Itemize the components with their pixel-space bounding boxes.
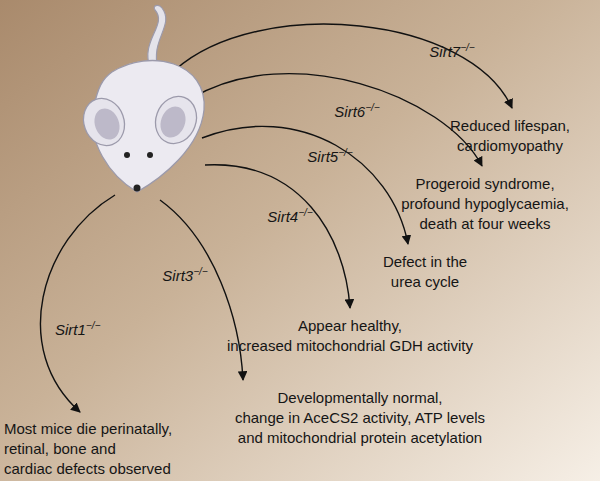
- text-line: cardiac defects observed: [4, 459, 172, 479]
- label-holder: Sirt7−/−: [429, 38, 474, 62]
- label-holder: Progeroid syndrome, profound hypoglycaem…: [401, 174, 569, 234]
- mouse: [77, 5, 204, 192]
- text-line: profound hypoglycaemia,: [401, 194, 569, 214]
- text-line: retinal, bone and: [4, 439, 172, 459]
- arrow: [175, 24, 512, 108]
- label-holder: Defect in the urea cycle: [383, 252, 467, 292]
- genotype-label: Sirt1−/−: [55, 316, 100, 340]
- label-holder: Sirt3−/−: [162, 262, 207, 286]
- genotype-superscript: −/−: [460, 42, 474, 53]
- gene-name: Sirt1: [55, 321, 86, 338]
- mouse-eye: [147, 152, 153, 158]
- mouse-ear: [149, 91, 203, 150]
- gene-name: Sirt6: [334, 103, 365, 120]
- phenotype-text: Reduced lifespan, cardiomyopathy: [450, 116, 570, 156]
- arrow: [192, 74, 482, 166]
- phenotype-text: Progeroid syndrome, profound hypoglycaem…: [401, 174, 569, 234]
- text-line: change in AceCS2 activity, ATP levels: [235, 408, 485, 428]
- gene-name: Sirt4: [267, 208, 298, 225]
- mouse-ear-inner: [156, 103, 189, 141]
- arrow: [202, 126, 408, 244]
- mouse-ear: [77, 93, 131, 152]
- label-holder: Sirt1−/−: [55, 316, 100, 340]
- label-holder: Sirt6−/−: [334, 98, 379, 122]
- text-line: Appear healthy,: [227, 316, 473, 336]
- genotype-superscript: −/−: [86, 320, 100, 331]
- mouse-eye: [124, 152, 130, 158]
- genotype-superscript: −/−: [193, 266, 207, 277]
- gene-name: Sirt7: [429, 43, 460, 60]
- mouse-ear-inner: [90, 105, 123, 143]
- label-holder: Appear healthy, increased mitochondrial …: [227, 316, 473, 356]
- genotype-label: Sirt4−/−: [267, 203, 312, 227]
- text-line: increased mitochondrial GDH activity: [227, 336, 473, 356]
- phenotype-text: Appear healthy, increased mitochondrial …: [227, 316, 473, 356]
- genotype-label: Sirt6−/−: [334, 98, 379, 122]
- text-line: Progeroid syndrome,: [401, 174, 569, 194]
- gene-name: Sirt3: [162, 267, 193, 284]
- gene-name: Sirt5: [307, 148, 338, 165]
- genotype-label: Sirt7−/−: [429, 38, 474, 62]
- text-line: urea cycle: [383, 272, 467, 292]
- mouse-tail: [148, 5, 166, 68]
- text-line: Most mice die perinatally,: [4, 419, 172, 439]
- genotype-superscript: −/−: [298, 207, 312, 218]
- text-line: cardiomyopathy: [450, 136, 570, 156]
- label-holder: Sirt5−/−: [307, 143, 352, 167]
- phenotype-text: Most mice die perinatally, retinal, bone…: [4, 419, 172, 479]
- text-line: Defect in the: [383, 252, 467, 272]
- genotype-label: Sirt5−/−: [307, 143, 352, 167]
- arrow: [40, 195, 115, 412]
- label-holder: Developmentally normal, change in AceCS2…: [235, 388, 485, 448]
- genotype-superscript: −/−: [365, 102, 379, 113]
- text-line: and mitochondrial protein acetylation: [235, 428, 485, 448]
- text-line: Developmentally normal,: [235, 388, 485, 408]
- phenotype-text: Defect in the urea cycle: [383, 252, 467, 292]
- genotype-superscript: −/−: [338, 147, 352, 158]
- text-line: Reduced lifespan,: [450, 116, 570, 136]
- label-holder: Reduced lifespan, cardiomyopathy: [450, 116, 570, 156]
- arrow: [205, 165, 350, 308]
- genotype-label: Sirt3−/−: [162, 262, 207, 286]
- phenotype-text: Developmentally normal, change in AceCS2…: [235, 388, 485, 448]
- mouse-nose: [134, 185, 141, 192]
- text-line: death at four weeks: [401, 214, 569, 234]
- label-holder: Sirt4−/−: [267, 203, 312, 227]
- label-holder: Most mice die perinatally, retinal, bone…: [4, 419, 172, 479]
